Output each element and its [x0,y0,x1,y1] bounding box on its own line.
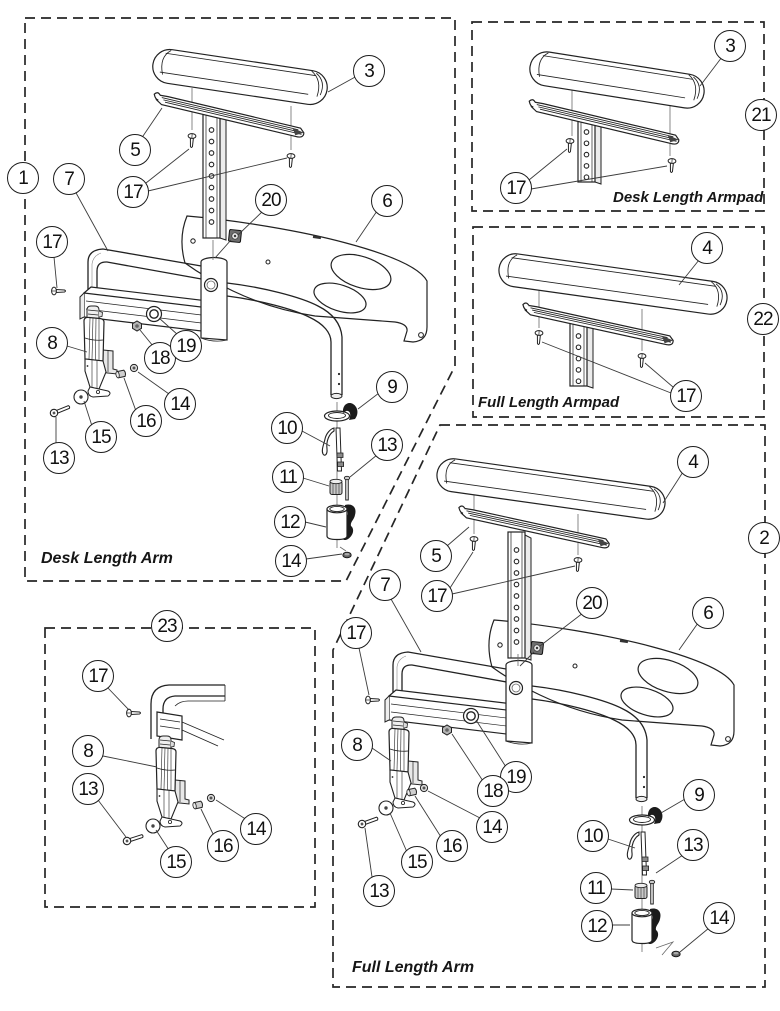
leader-lines-full-arm [358,471,710,953]
panel-border-desk-armpad [471,21,765,212]
callout-7: 7 [53,163,85,195]
leader-lines-desk-armpad [528,56,723,190]
desk-armpad-drawing [525,48,723,190]
callout-3: 3 [714,30,746,62]
full-arm-drawing [356,456,735,958]
callout-19: 19 [500,761,532,793]
callout-6: 6 [371,185,403,217]
callout-17: 17 [500,172,532,204]
frame-corner [150,684,226,747]
callout-17: 17 [670,380,702,412]
callout-11: 11 [580,872,612,904]
panel-border-desk-arm [24,17,456,582]
callout-17: 17 [117,176,149,208]
callout-10: 10 [271,412,303,444]
callout-12: 12 [581,910,613,942]
callout-14: 14 [164,388,196,420]
callout-23: 23 [151,610,183,642]
panel-label-full-arm: Full Length Arm [352,959,475,976]
callout-17: 17 [82,660,114,692]
callout-13: 13 [72,773,104,805]
callout-17: 17 [421,580,453,612]
callout-14: 14 [240,813,272,845]
panel-label-full-armpad: Full Length Armpad [478,394,620,411]
panel-border-full-arm [332,424,766,988]
panel-border-mounting-detail [44,627,316,908]
callout-22: 22 [747,303,779,335]
callout-21: 21 [745,99,777,131]
callout-19: 19 [170,330,202,362]
callout-7: 7 [369,569,401,601]
desk-arm-drawing [48,46,428,560]
callout-9: 9 [683,779,715,811]
callout-20: 20 [576,587,608,619]
callout-9: 9 [376,371,408,403]
callout-4: 4 [677,446,709,478]
callout-15: 15 [85,421,117,453]
callout-8: 8 [72,735,104,767]
leader-lines-mounting-detail [97,686,248,851]
callout-11: 11 [272,461,304,493]
full-armpad-drawing [496,251,730,394]
callout-10: 10 [577,820,609,852]
callout-17: 17 [340,617,372,649]
callout-16: 16 [436,830,468,862]
callout-5: 5 [420,540,452,572]
callout-5: 5 [119,134,151,166]
leader-lines-full-armpad [541,259,700,394]
callout-20: 20 [255,184,287,216]
panel-border-full-armpad [472,226,765,418]
panel-label-desk-arm: Desk Length Arm [41,550,173,567]
callout-1: 1 [7,162,39,194]
callout-14: 14 [703,902,735,934]
callout-17: 17 [36,226,68,258]
callout-6: 6 [692,597,724,629]
callout-3: 3 [353,55,385,87]
callout-4: 4 [691,232,723,264]
callout-15: 15 [401,846,433,878]
mounting-detail-drawing [97,684,248,851]
callout-16: 16 [130,405,162,437]
callout-13: 13 [43,442,75,474]
panel-label-desk-armpad: Desk Length Armpad [613,189,764,206]
callout-2: 2 [748,522,780,554]
callout-13: 13 [363,875,395,907]
callout-13: 13 [677,829,709,861]
callout-13: 13 [371,429,403,461]
callout-14: 14 [275,545,307,577]
callout-14: 14 [476,811,508,843]
callout-18: 18 [477,775,509,807]
callout-8: 8 [341,729,373,761]
callout-12: 12 [274,506,306,538]
callout-15: 15 [160,846,192,878]
callout-8: 8 [36,327,68,359]
callout-16: 16 [207,830,239,862]
